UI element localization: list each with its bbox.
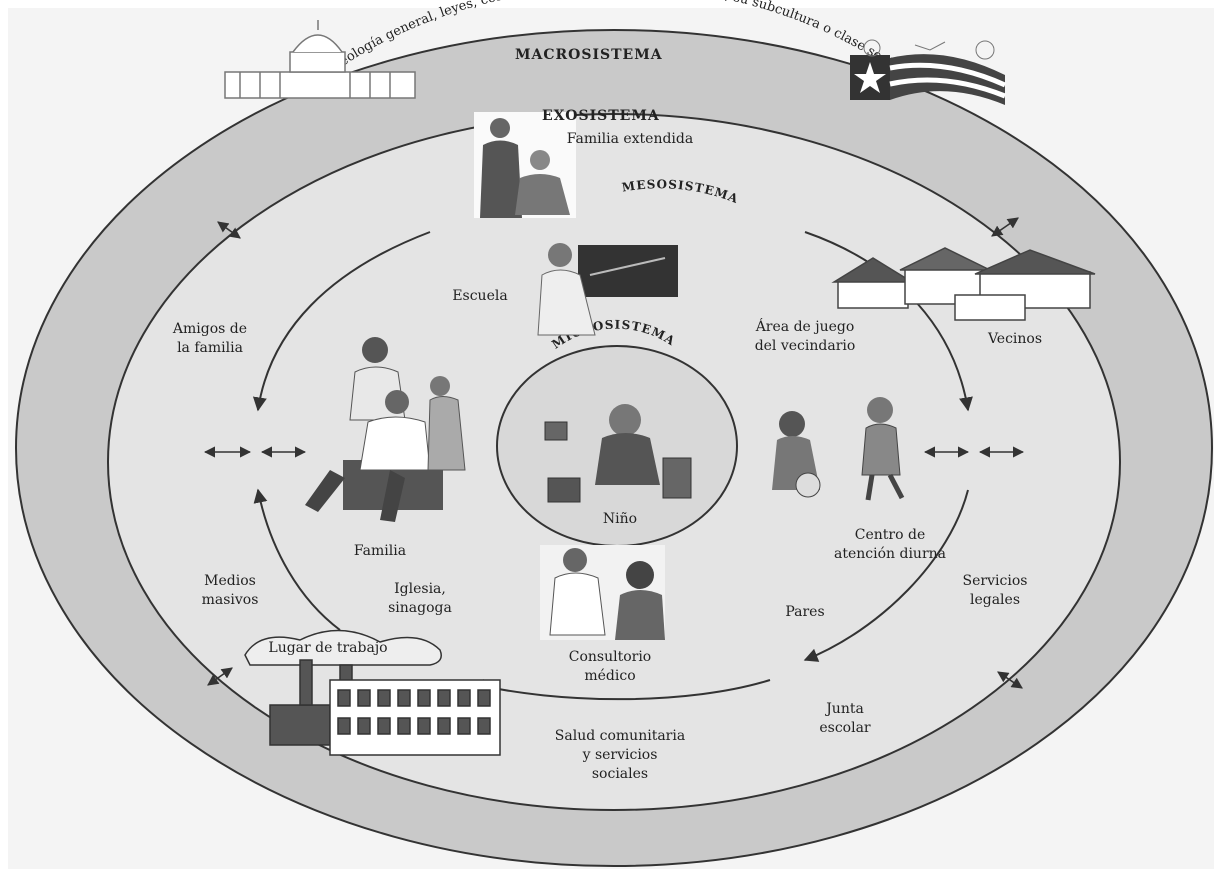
label-iglesia: Iglesia, sinagoga [388,581,452,616]
label-salud: Salud comunitaria y servicios sociales [554,728,686,782]
exosystem-subtitle: Familia extendida [566,131,694,147]
label-vecinos: Vecinos [987,331,1043,347]
label-junta: Junta escolar [819,701,871,736]
grandparents-icon [474,112,576,218]
label-amigos: Amigos de la familia [172,321,248,356]
capitol-icon [224,20,416,99]
label-consultorio: Consultorio médico [568,649,652,684]
houses-icon [831,247,1096,321]
label-pares: Pares [785,604,825,620]
label-servicios: Servicios legales [962,573,1028,608]
boundary-arrows [203,217,1025,689]
flag-icon [850,39,1007,105]
label-lugar-trabajo: Lugar de trabajo [268,640,388,656]
mesosystem-cycle [252,231,973,701]
label-escuela: Escuela [452,288,508,304]
label-familia: Familia [353,543,407,559]
teacher-icon [537,243,678,336]
label-nino: Niño [602,511,638,527]
label-centro: Centro de atención diurna [834,527,946,562]
exosystem-title: EXOSISTEMA [542,108,660,124]
factory-icon [244,629,501,756]
children-icon [772,397,905,501]
label-medios: Medios masivos [201,573,259,608]
child-playing-icon [544,404,692,503]
macrosystem-title: MACROSISTEMA [515,47,663,63]
doctor-icon [540,545,665,640]
label-area-juego: Área de juego del vecindario [754,319,856,354]
family-icon [305,337,466,522]
